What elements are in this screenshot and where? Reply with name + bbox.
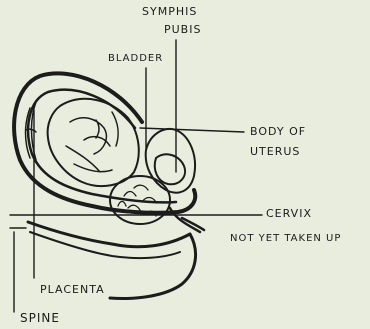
label-spine: SPINE <box>20 312 60 324</box>
label-body-of-uterus-line1: BODY OF <box>250 126 306 137</box>
label-symphysis-line1: SYMPHIS <box>142 6 197 17</box>
label-bladder: BLADDER <box>108 54 163 64</box>
fetus-body <box>48 99 139 186</box>
leader-body-of-uterus <box>140 128 244 132</box>
symphysis-pubis-bone <box>155 154 185 184</box>
label-body-of-uterus-line2: UTERUS <box>250 146 300 157</box>
label-symphysis-line2: PUBIS <box>164 24 201 35</box>
fetus-limbs <box>66 112 118 172</box>
label-placenta: PLACENTA <box>40 284 105 295</box>
bladder-shape <box>146 129 195 193</box>
label-cervix-line2: NOT YET TAKEN UP <box>230 234 341 244</box>
label-cervix-line1: CERVIX <box>266 208 312 219</box>
